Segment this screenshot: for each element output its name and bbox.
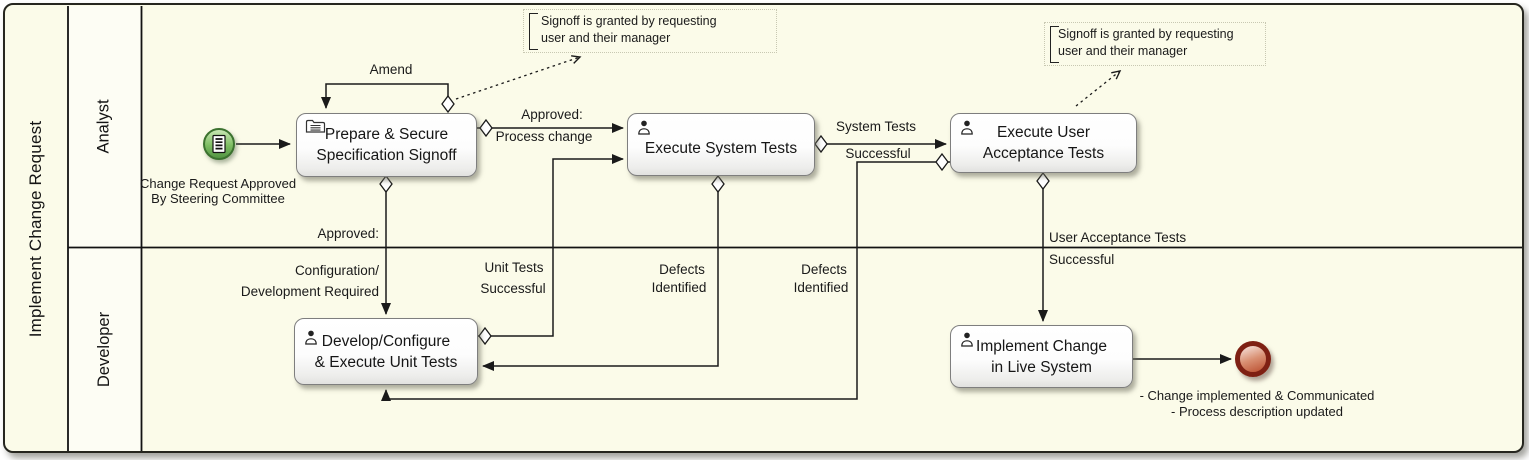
folder-icon (305, 119, 326, 140)
annotation-signoff-spec (523, 9, 777, 53)
annotation-line: Signoff is granted by requesting (1058, 27, 1234, 41)
annotation-text: Signoff is granted by requesting user an… (1058, 26, 1234, 60)
annotation-signoff-uat (1044, 22, 1266, 66)
document-icon (203, 128, 235, 160)
annotation-bracket (1050, 26, 1059, 63)
lane-analyst: Analyst (68, 6, 141, 247)
user-icon (636, 119, 652, 142)
flow-label-defects2-b: Identified (793, 280, 849, 295)
flow-label-config-2: Development Required (240, 284, 379, 299)
flow-label-amend: Amend (369, 62, 413, 77)
end-event-note-2: - Process description updated (1171, 404, 1343, 419)
start-event (202, 127, 236, 161)
lane-analyst-label: Analyst (94, 99, 113, 154)
lane-developer-label: Developer (95, 311, 113, 388)
flow-label-defects1-a: Defects (659, 262, 705, 277)
annotation-line: user and their manager (1058, 44, 1188, 58)
task-label: Implement Change (976, 337, 1107, 355)
flow-label-uat-2: Successful (1049, 252, 1115, 267)
pool-title: Implement Change Request (26, 120, 46, 337)
flow-label-defects2-a: Defects (801, 262, 847, 277)
task-label: Execute User (996, 124, 1091, 141)
flow-label-uat-1: User Acceptance Tests (1049, 230, 1187, 245)
annotation-line: user and their manager (541, 31, 671, 45)
task-prepare-specification-signoff: Prepare & Secure Specification Signoff (296, 113, 477, 177)
flow-label-approved-process-1: Approved: (521, 107, 583, 122)
end-event-note-1: - Change implemented & Communicated (1139, 388, 1375, 403)
task-execute-system-tests: Execute System Tests (627, 113, 815, 176)
start-event-label-2: By Steering Committee (151, 191, 285, 206)
annotation-line: Signoff is granted by requesting (541, 14, 717, 28)
task-implement-change-live-system: Implement Change in Live System (950, 325, 1133, 388)
task-label: Prepare & Secure (324, 126, 449, 143)
annotation-text: Signoff is granted by requesting user an… (541, 13, 717, 47)
pool-frame (3, 3, 1524, 453)
task-label: Specification Signoff (316, 147, 457, 164)
flow-label-defects1-b: Identified (651, 280, 707, 295)
user-icon (303, 329, 319, 352)
task-label: & Execute Unit Tests (314, 353, 458, 371)
task-label: in Live System (991, 358, 1092, 376)
flow-label-config-1: Configuration/ (294, 263, 379, 278)
user-icon (959, 331, 975, 354)
annotation-bracket (529, 13, 538, 50)
end-event (1235, 341, 1271, 377)
flow-label-system-tests-1: System Tests (835, 119, 917, 134)
flow-label-system-tests-2: Successful (845, 146, 911, 161)
lane-developer: Developer (68, 248, 141, 451)
task-label: Execute System Tests (644, 140, 798, 157)
flow-label-approved-process-2: Process change (495, 129, 593, 144)
user-icon (959, 119, 975, 142)
task-label: Acceptance Tests (982, 145, 1105, 162)
flow-label-unit-tests-1: Unit Tests (484, 260, 544, 275)
flow-label-unit-tests-2: Successful (480, 281, 546, 296)
pool-title-cell: Implement Change Request (6, 6, 66, 451)
lane-label-column (68, 6, 141, 451)
task-develop-configure-unit-tests: Develop/Configure & Execute Unit Tests (294, 318, 478, 385)
start-event-label-1: Change Request Approved (140, 176, 297, 191)
task-label: Develop/Configure (321, 332, 451, 350)
flow-label-approved: Approved: (317, 226, 379, 241)
task-execute-user-acceptance-tests: Execute User Acceptance Tests (950, 113, 1137, 173)
